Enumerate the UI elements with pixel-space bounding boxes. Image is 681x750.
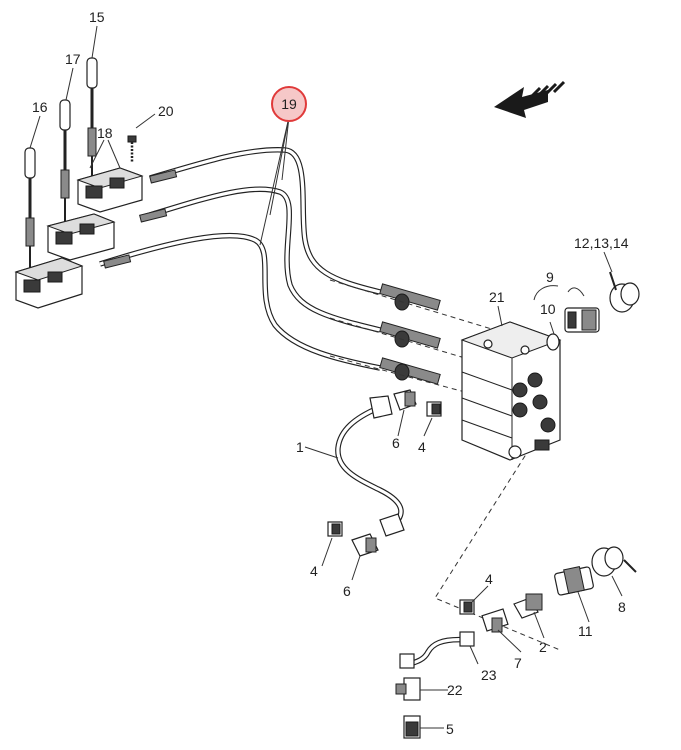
label-11: 11 bbox=[578, 623, 593, 639]
dust-cap-12-13-14 bbox=[609, 271, 640, 313]
o-ring-10 bbox=[546, 333, 560, 351]
label-8: 8 bbox=[618, 599, 626, 615]
label-16: 16 bbox=[32, 99, 48, 115]
label-21: 21 bbox=[489, 289, 505, 305]
label-22: 22 bbox=[447, 682, 463, 698]
label-18: 18 bbox=[97, 125, 113, 141]
leader-lines bbox=[29, 25, 623, 729]
label-6-lower-left: 6 bbox=[343, 583, 351, 599]
pipe-1 bbox=[335, 395, 405, 537]
label-10: 10 bbox=[540, 301, 556, 317]
control-lever-16 bbox=[24, 147, 36, 268]
label-17: 17 bbox=[65, 51, 81, 67]
label-4-bottom: 4 bbox=[485, 571, 493, 587]
control-housing-bottom bbox=[14, 257, 84, 309]
cable-lower bbox=[99, 232, 381, 371]
label-5: 5 bbox=[446, 721, 454, 737]
control-housing-top bbox=[76, 167, 144, 213]
control-housing-middle bbox=[46, 213, 116, 261]
bolt-20 bbox=[127, 135, 137, 162]
label-7: 7 bbox=[514, 655, 522, 671]
pipe-23 bbox=[399, 631, 475, 669]
highlight-19[interactable]: 19 bbox=[271, 86, 307, 122]
label-1: 1 bbox=[296, 439, 304, 455]
label-12-13-14: 12,13,14 bbox=[574, 235, 629, 251]
fitting-6-upper bbox=[393, 389, 417, 411]
label-4-lower-left: 4 bbox=[310, 563, 318, 579]
tee-fitting-22 bbox=[395, 677, 421, 701]
fitting-4-bottom bbox=[459, 599, 475, 615]
label-15: 15 bbox=[89, 9, 105, 25]
tee-fitting-7 bbox=[481, 608, 509, 633]
adapter-5 bbox=[403, 715, 421, 739]
label-20: 20 bbox=[158, 103, 174, 119]
cable-end-middle bbox=[379, 321, 441, 349]
dust-cap-8 bbox=[591, 546, 637, 577]
label-9: 9 bbox=[546, 269, 554, 285]
direction-arrow-icon bbox=[494, 80, 566, 118]
coupling-11 bbox=[554, 566, 594, 596]
fitting-4-lower-left bbox=[327, 521, 343, 537]
cable-middle bbox=[139, 186, 381, 333]
coupling-9 bbox=[564, 307, 600, 333]
label-2: 2 bbox=[539, 639, 547, 655]
label-6-upper: 6 bbox=[392, 435, 400, 451]
fitting-6-lower-left bbox=[351, 533, 379, 557]
control-valve-block bbox=[460, 321, 562, 461]
cable-upper bbox=[149, 147, 381, 295]
label-4-upper: 4 bbox=[418, 439, 426, 455]
fitting-4-upper bbox=[426, 401, 442, 417]
label-23: 23 bbox=[481, 667, 497, 683]
cable-end-lower bbox=[379, 357, 441, 385]
label-19: 19 bbox=[281, 96, 297, 112]
adapter-2 bbox=[513, 593, 543, 619]
control-lever-17 bbox=[59, 99, 71, 222]
cable-end-upper bbox=[379, 283, 441, 311]
